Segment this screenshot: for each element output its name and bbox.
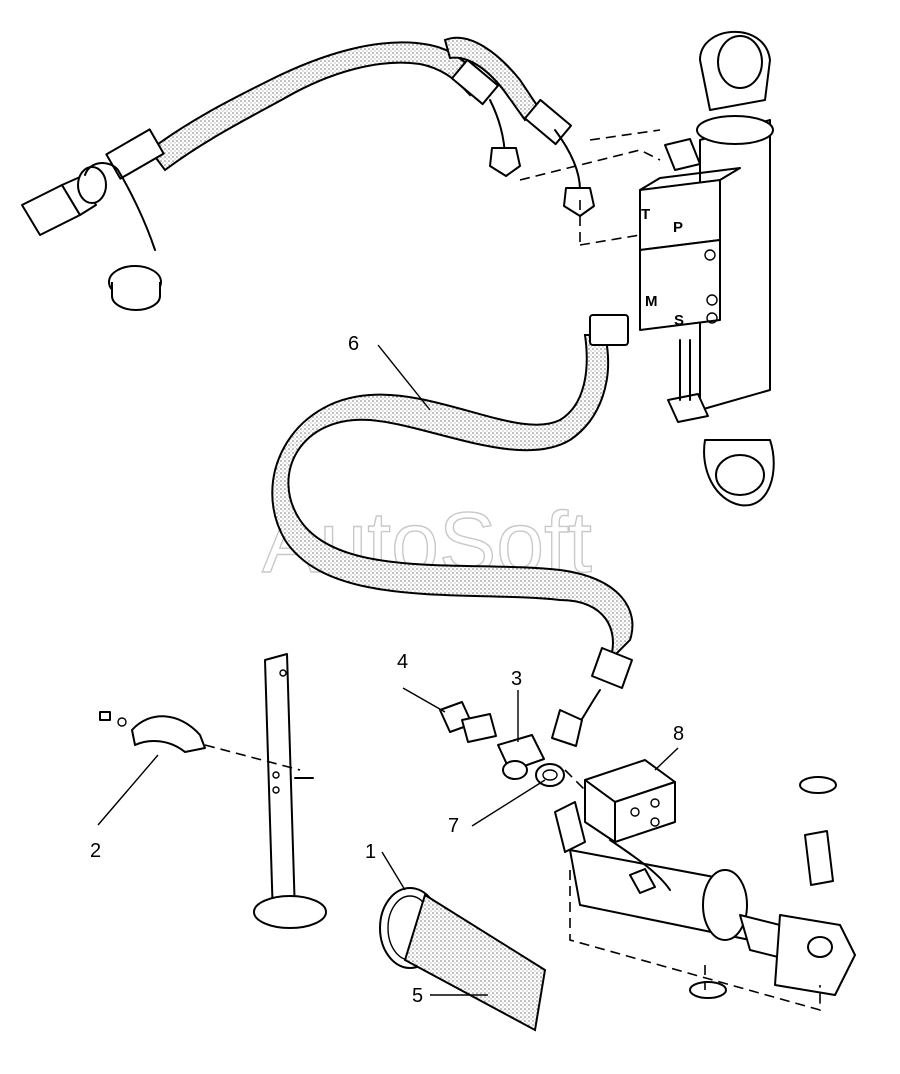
leader-dashed-bracket xyxy=(204,744,301,771)
leader-7 xyxy=(471,779,546,827)
callout-6: 6 xyxy=(348,333,359,355)
callout-2: 2 xyxy=(90,840,101,862)
leader-8 xyxy=(654,747,679,771)
port-label-p: P xyxy=(673,219,683,236)
callout-8: 8 xyxy=(673,723,684,745)
hose-6 xyxy=(271,314,634,747)
callout-3: 3 xyxy=(511,668,522,690)
protective-sleeve-5 xyxy=(403,893,547,1032)
fitting-3-elbow xyxy=(497,734,545,780)
callout-4: 4 xyxy=(397,651,408,673)
leader-dashed-top-2 xyxy=(579,234,641,246)
clamp-bracket-2 xyxy=(99,711,206,753)
leader-dashed-fitting xyxy=(564,769,586,791)
upper-supply-hose xyxy=(21,36,595,311)
leader-2 xyxy=(97,754,159,826)
port-label-t: T xyxy=(641,206,650,223)
port-label-s: S xyxy=(674,312,684,329)
leader-4 xyxy=(402,687,446,713)
leader-dashed-top-4 xyxy=(589,129,661,141)
leader-6 xyxy=(377,344,431,411)
lift-cylinder-assembly: T P M S xyxy=(639,30,775,507)
fitting-4-adapter xyxy=(439,701,497,743)
leader-1 xyxy=(381,851,406,891)
tilt-cylinder-assembly xyxy=(554,759,856,999)
callout-7: 7 xyxy=(448,815,459,837)
leader-dashed-pin xyxy=(569,870,821,1012)
leader-dashed-top-1 xyxy=(519,149,661,181)
support-stand xyxy=(253,653,327,929)
callout-5: 5 xyxy=(412,985,423,1007)
port-label-m: M xyxy=(645,293,658,310)
callout-1: 1 xyxy=(365,841,376,863)
